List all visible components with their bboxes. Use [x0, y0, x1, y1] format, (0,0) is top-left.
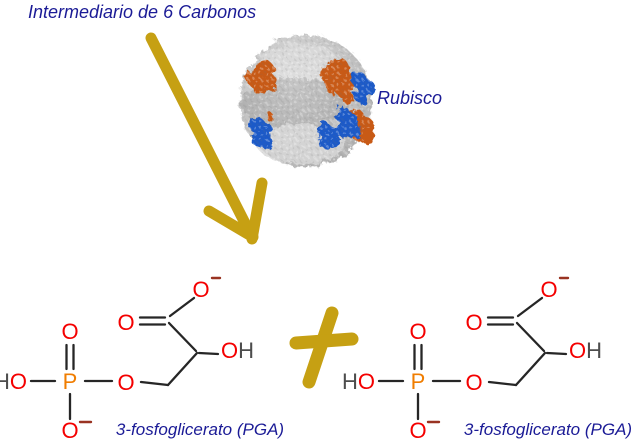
- atom-carboxylate-oxygen-minus: O: [192, 277, 209, 302]
- atom-phosphoryl-oxygen: O: [61, 319, 78, 344]
- six-carbon-intermediate-label: Intermediario de 6 Carbonos: [28, 2, 257, 22]
- atom-phosphate-oxygen-minus: O: [61, 418, 78, 441]
- atom-ester-oxygen: O: [117, 370, 134, 395]
- pga-caption-right: 3-fosfoglicerato (PGA): [463, 420, 633, 439]
- pga-molecule-left: HO P O O O O O OH: [0, 276, 254, 441]
- pga-structures: HO P O O O O O OH: [0, 276, 602, 441]
- protein-speckle-texture: [238, 33, 374, 169]
- pga-molecule-right: HO P O O O O O OH: [342, 276, 602, 441]
- atom-phosphorus: P: [411, 369, 426, 394]
- atom-carbonyl-oxygen: O: [117, 310, 134, 335]
- atom-phosphorus: P: [63, 369, 78, 394]
- atom-carbonyl-oxygen: O: [465, 310, 482, 335]
- atom-hydroxyl: OH: [569, 338, 602, 363]
- atom-phosphoryl-oxygen: O: [409, 319, 426, 344]
- plus-icon: [289, 306, 359, 389]
- reaction-arrow-icon: [145, 32, 268, 245]
- rubisco-model: [238, 33, 375, 169]
- atom-hydroxyl: OH: [221, 338, 254, 363]
- bonds: [377, 296, 568, 421]
- atom-phosphate-hydroxyl: HO: [342, 369, 375, 394]
- atom-phosphate-hydroxyl: HO: [0, 369, 27, 394]
- bonds: [29, 296, 220, 421]
- rubisco-label: Rubisco: [377, 88, 443, 108]
- pga-caption-left: 3-fosfoglicerato (PGA): [115, 420, 285, 439]
- atom-ester-oxygen: O: [465, 370, 482, 395]
- atom-carboxylate-oxygen-minus: O: [540, 277, 557, 302]
- atom-phosphate-oxygen-minus: O: [409, 418, 426, 441]
